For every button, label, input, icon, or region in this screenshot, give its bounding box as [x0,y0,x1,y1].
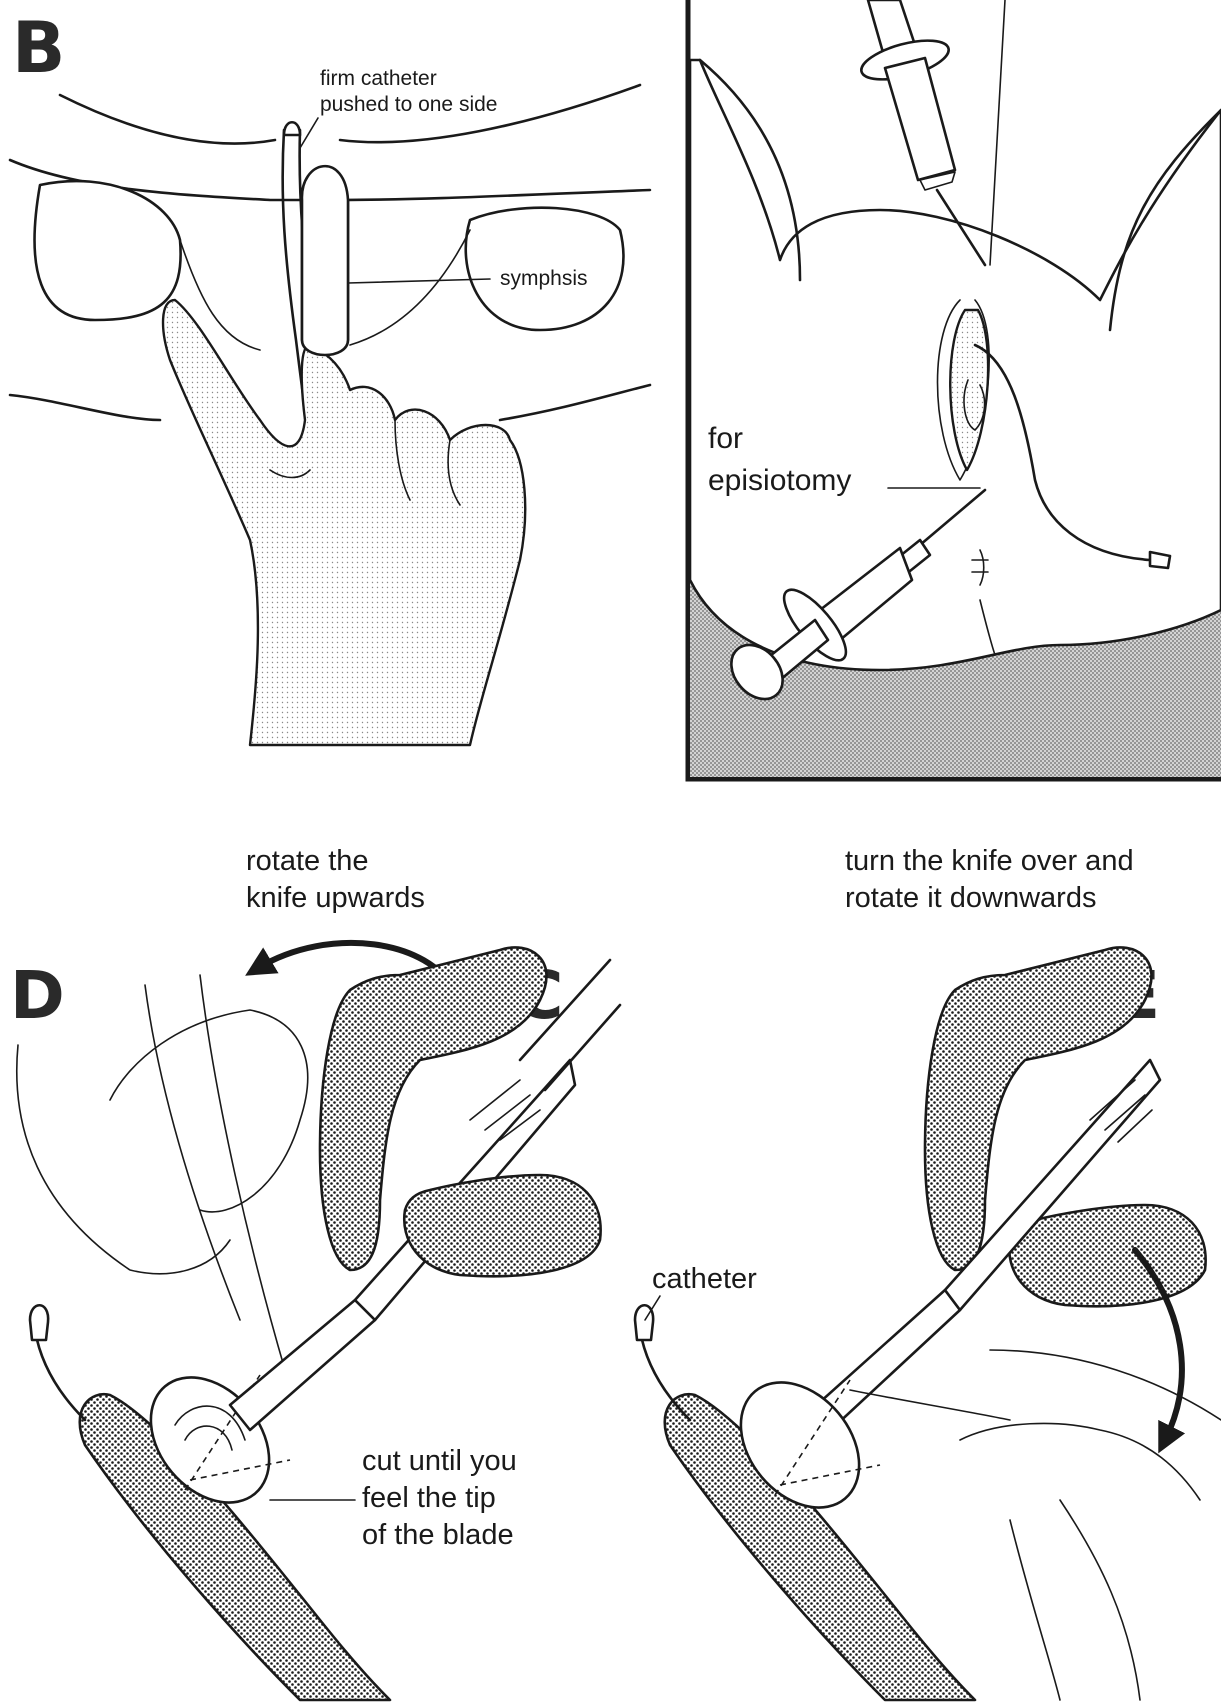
catheter-b-label: firm catheter pushed to one side [320,67,497,116]
hand-b [163,300,525,745]
d-instruction: rotate the knife upwards [246,845,425,914]
d-thigh-lines [145,975,285,1370]
panel-b-letter: B [12,7,65,89]
for-label: for [708,422,743,455]
pelvis-ramus-right [350,230,470,345]
needle-guide-line [990,0,1005,265]
d-catheter-tip [30,1305,48,1340]
panel-d-letter: D [10,957,65,1034]
finger-b-index [302,166,348,355]
catheter-b-tip [284,122,300,135]
symphysis-label: symphsis [500,267,588,290]
catheter-b-leader [300,118,318,148]
panel-d: D C rotate the knife upwards cut until [10,845,620,1700]
symphysis-leader [348,279,490,283]
e-instruction: turn the knife over and rotate it downwa… [845,845,1142,914]
episiotomy-label: episiotomy [708,464,851,497]
d-catheter [35,1330,85,1420]
panel-b: B firm catheter pushed to one side symph… [10,7,650,745]
panel-e: E turn the knife over and rotate it down… [635,845,1221,1700]
d-thumb [404,1175,600,1276]
e-catheter-label: catheter [652,1263,757,1295]
d-knife-handle [230,1300,375,1430]
pelvis-left-foramen [35,181,181,320]
syringe-top-barrel [885,58,955,180]
catheter-injection-tip [1150,552,1170,568]
panel-injection: for episiotomy [688,0,1221,779]
d-note: cut until you feel the tip of the blade [362,1445,525,1551]
e-lower-hand [960,1423,1200,1700]
